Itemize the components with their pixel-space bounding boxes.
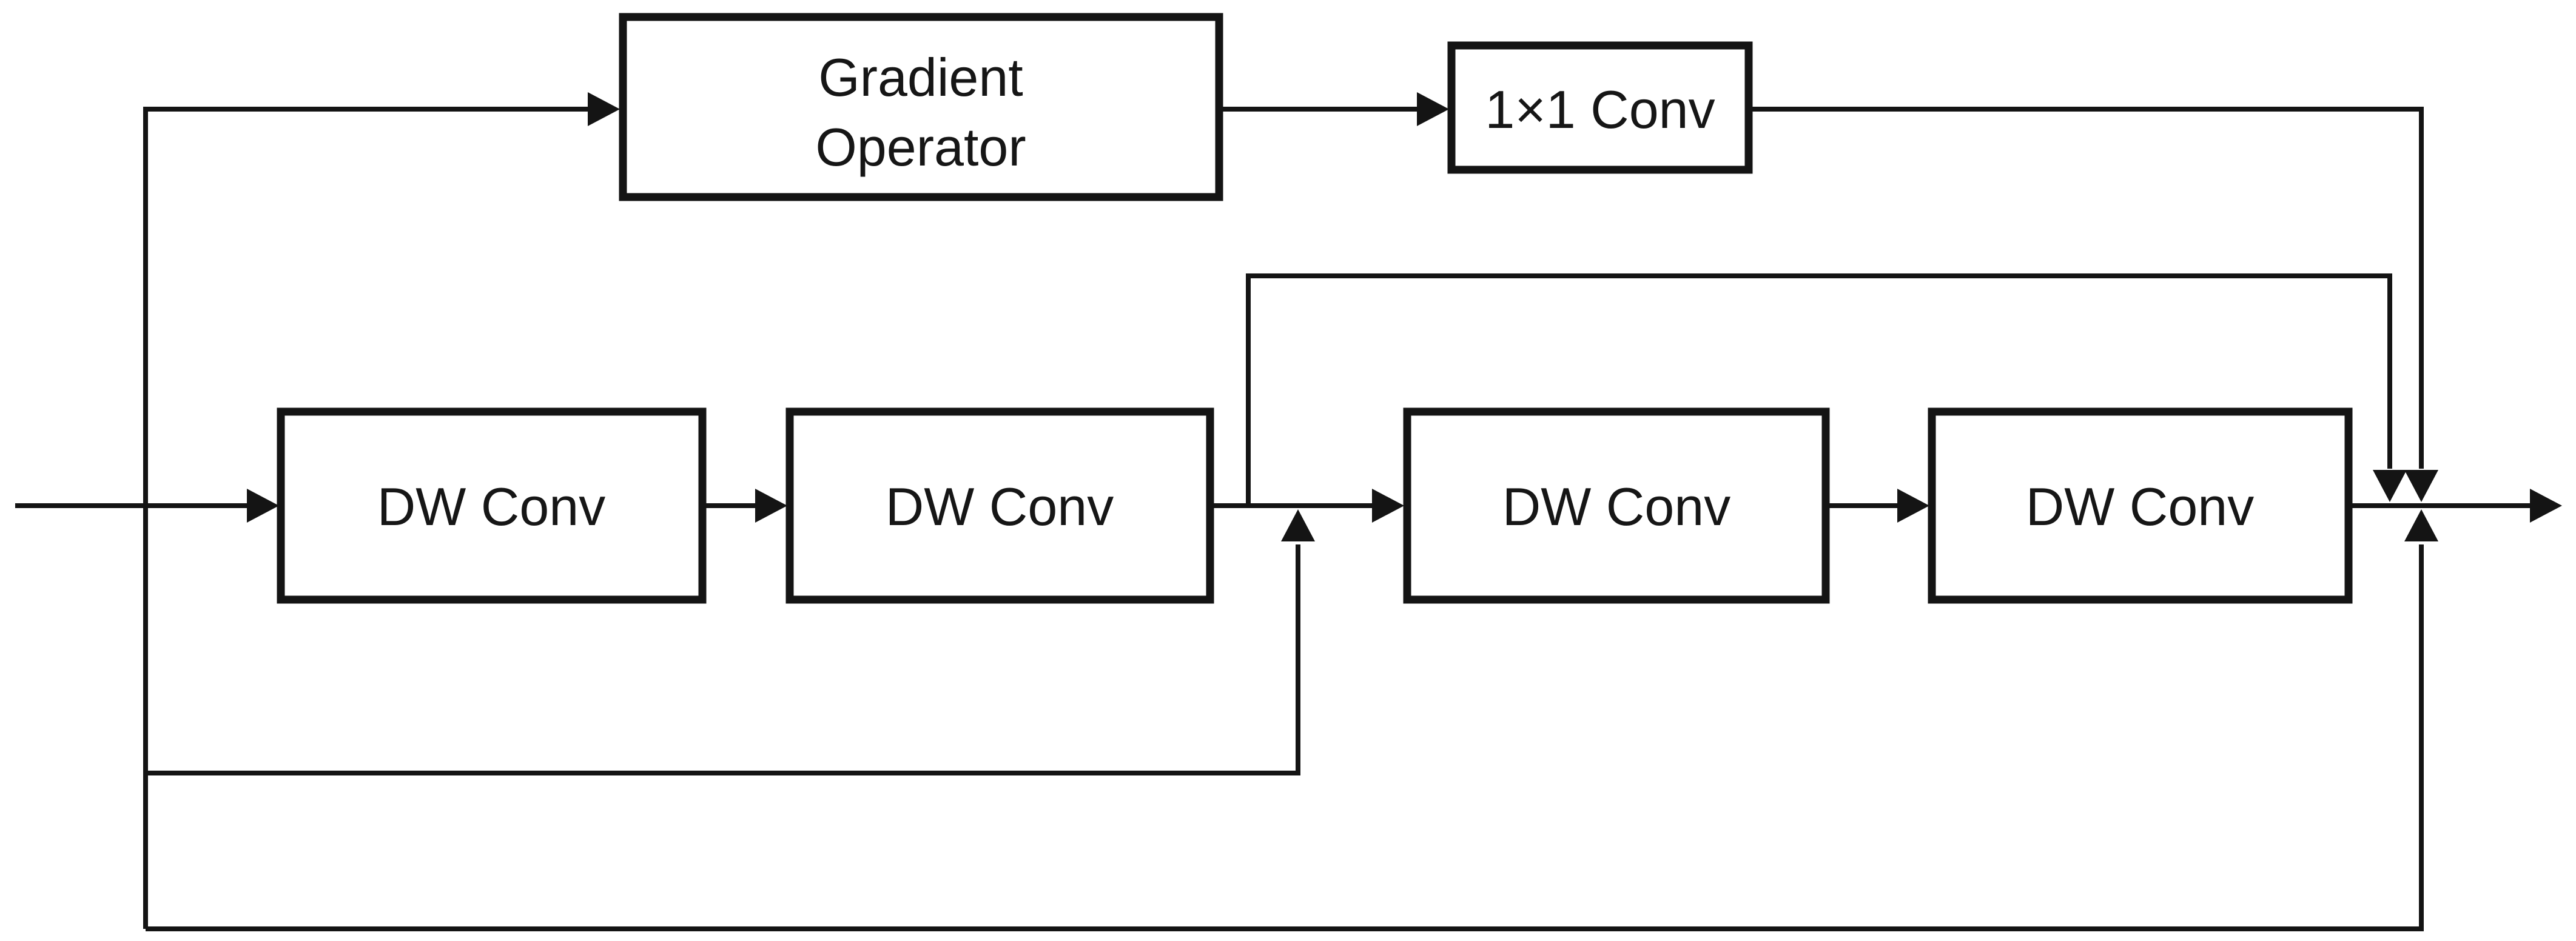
gradient-operator-label-line1: Gradient: [818, 47, 1023, 107]
skip-bottom-line: [146, 544, 2424, 931]
dw-conv-4-box: [1928, 407, 2353, 604]
conv1x1-in-arrowhead-icon: [1417, 92, 1449, 126]
skip-bottom-up-arrowhead-icon: [2404, 509, 2438, 541]
conv1x1-down-arrowhead-icon: [2404, 470, 2438, 502]
dw4-in-arrowhead-icon: [1897, 489, 1929, 523]
dw2-in-arrowhead-icon: [755, 489, 787, 523]
dw-conv-3-label: DW Conv: [1502, 477, 1731, 537]
conv1x1-box: [1447, 41, 1753, 174]
gradient-operator-in-arrowhead-icon: [588, 92, 620, 126]
left-rail-line: [143, 107, 588, 929]
skip-mid-up-arrowhead-icon: [1281, 509, 1315, 541]
gradient-operator-box: [619, 13, 1223, 201]
dw-conv-1-box: [277, 407, 707, 604]
dw-conv-3-box: [1403, 407, 1830, 604]
dw-conv-1-label: DW Conv: [377, 477, 606, 537]
dw-conv-2-box: [785, 407, 1214, 604]
skip-top-down-arrowhead-icon: [2373, 470, 2407, 502]
skip-top-line: [1246, 273, 2392, 506]
input-arrowhead-icon: [247, 489, 279, 523]
output-arrowhead-icon: [2530, 489, 2562, 523]
dw-conv-4-label: DW Conv: [2026, 477, 2255, 537]
dw-conv-2-label: DW Conv: [886, 477, 1114, 537]
gradient-operator-label-line2: Operator: [815, 117, 1026, 177]
conv1x1-out-line: [1749, 107, 2424, 469]
conv1x1-label: 1×1 Conv: [1485, 79, 1715, 139]
skip-mid-line: [146, 544, 1300, 775]
dw3-in-arrowhead-icon: [1372, 489, 1404, 523]
